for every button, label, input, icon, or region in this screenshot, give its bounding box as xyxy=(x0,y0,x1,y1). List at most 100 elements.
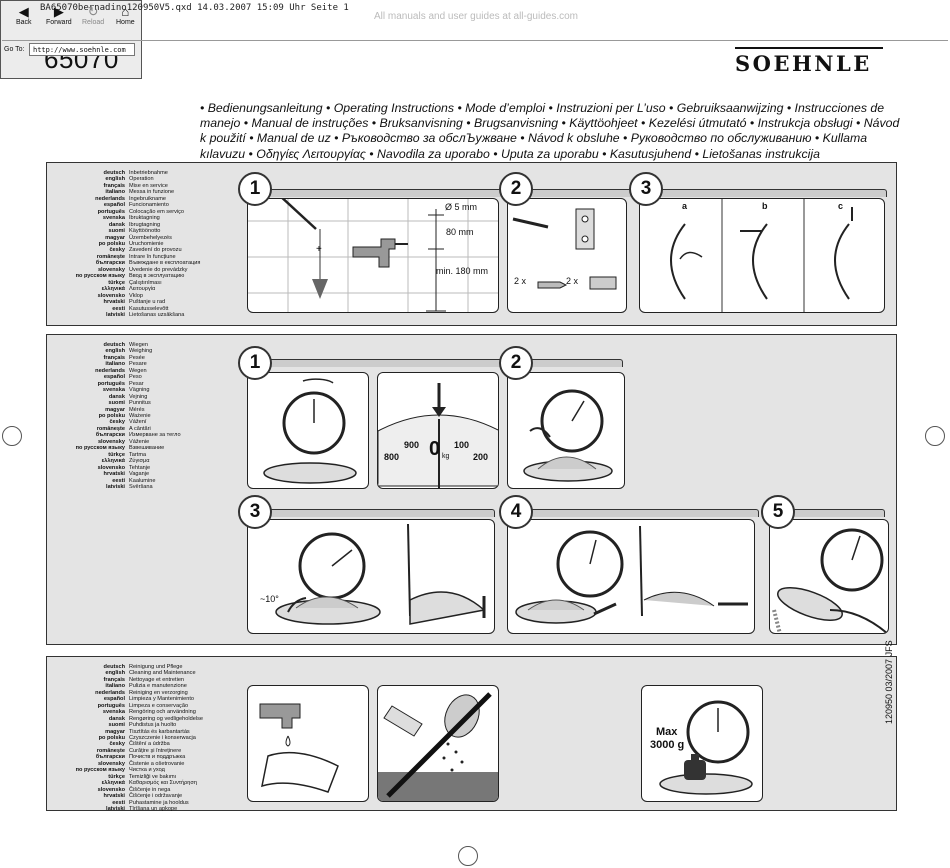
language-term: Tīrīšana un apkope xyxy=(129,805,178,812)
language-name: français xyxy=(103,676,125,683)
plumb-bob-icon xyxy=(312,279,328,299)
empty-bowl-illustration xyxy=(772,528,888,633)
language-name: hrvatski xyxy=(103,793,125,800)
language-term: Vaganje xyxy=(129,471,150,478)
pencil-icon xyxy=(281,199,317,230)
language-term: Чистка и уход xyxy=(129,767,165,774)
dial-label-900: 900 xyxy=(404,440,420,450)
language-term: Mérés xyxy=(129,406,145,413)
language-term: Ζύγισμα xyxy=(129,458,150,465)
language-name: български xyxy=(95,432,125,439)
language-term: Tartma xyxy=(129,451,147,458)
language-term: Mise en service xyxy=(129,182,168,189)
language-term: Puhastamine ja hooldus xyxy=(129,799,189,806)
w-step1-tab xyxy=(265,359,513,367)
home-icon: ⌂ xyxy=(121,4,130,19)
language-term: Colocação em serviço xyxy=(129,208,185,215)
language-name: suomi xyxy=(108,722,125,729)
language-term: Rengøring og vedligeholdelse xyxy=(129,715,204,722)
reload-icon: ↻ xyxy=(87,4,99,19)
language-term: Reinigung und Pflege xyxy=(129,664,183,670)
w-step5-tab xyxy=(787,509,885,517)
language-term: Temizliği ve bakımı xyxy=(129,773,177,780)
remove-bowl-illustration xyxy=(515,525,748,624)
wall-drilling-illustration: + xyxy=(248,199,498,312)
language-name: deutsch xyxy=(103,170,125,176)
step3-panel: a b c xyxy=(639,198,885,313)
language-term: Kasutusselevõtt xyxy=(129,305,169,312)
language-name: по русском языку xyxy=(75,273,125,280)
watermark: All manuals and user guides at all-guide… xyxy=(374,11,578,22)
language-name: español xyxy=(103,202,125,209)
step1-panel: + Ø 5 mm 80 mm min. 180 mm xyxy=(247,198,499,313)
language-term: A cântări xyxy=(129,425,151,432)
language-term: Ввод в эксплуатацию xyxy=(129,273,185,280)
language-term: Tehtanje xyxy=(129,464,151,471)
language-term: Üzembehelyezés xyxy=(129,234,172,241)
dial-label-0: 0 xyxy=(429,438,441,460)
language-name: по русском языку xyxy=(75,445,125,452)
language-name: slovensky xyxy=(97,760,125,767)
w-step-4-badge: 4 xyxy=(499,495,533,529)
wall-plug-icon xyxy=(589,276,617,290)
substep-b-label: b xyxy=(762,201,768,211)
language-term: Vejning xyxy=(129,393,148,400)
language-term: Ibruktagning xyxy=(129,215,160,222)
screws-plugs-illustration xyxy=(512,208,617,290)
browser-back-button: ◀Back xyxy=(16,5,32,27)
language-row: по русском языку Ввод в эксплуатацию xyxy=(59,273,209,279)
w-dial-zoom-panel: 800 900 0 kg 100 200 xyxy=(377,372,499,489)
browser-forward-button: ▶Forward xyxy=(46,5,72,27)
registration-mark-right xyxy=(925,426,945,446)
hole-diameter-label: Ø 5 mm xyxy=(445,202,478,212)
language-name: suomi xyxy=(108,400,125,407)
language-term: Punnitus xyxy=(129,400,151,407)
step-1-badge: 1 xyxy=(238,172,272,206)
language-name: po polsku xyxy=(98,240,125,247)
language-name: български xyxy=(95,260,125,267)
language-term: Käyttöönotto xyxy=(129,228,161,235)
screw-count-label: 2 x xyxy=(514,276,527,286)
weight-icon xyxy=(684,760,706,780)
language-name: english xyxy=(105,176,125,183)
url-field: http://www.soehnle.com xyxy=(29,43,135,56)
language-term: Zavedení do provozu xyxy=(129,247,182,254)
language-term: Ingebruikname xyxy=(129,195,167,202)
language-name: ελληνικά xyxy=(101,780,125,787)
language-name: slovensky xyxy=(97,438,125,445)
instructions-title: • Bedienungsanleitung • Operating Instru… xyxy=(200,101,900,161)
language-term: Wegen xyxy=(129,367,147,374)
language-name: slovensko xyxy=(97,786,125,793)
language-term: Wiegen xyxy=(129,342,148,348)
language-term: Váženie xyxy=(129,438,150,445)
step1-tab xyxy=(265,189,515,197)
step-3-badge: 3 xyxy=(629,172,663,206)
w-step-1-badge: 1 xyxy=(238,346,272,380)
language-name: nederlands xyxy=(95,367,125,374)
language-term: Vägning xyxy=(129,387,150,394)
substep-a-label: a xyxy=(682,201,688,211)
language-name: svenska xyxy=(102,709,125,716)
language-name: česky xyxy=(109,741,125,748)
language-name: magyar xyxy=(105,234,125,241)
language-term: Почиств и поддръжка xyxy=(129,754,186,761)
